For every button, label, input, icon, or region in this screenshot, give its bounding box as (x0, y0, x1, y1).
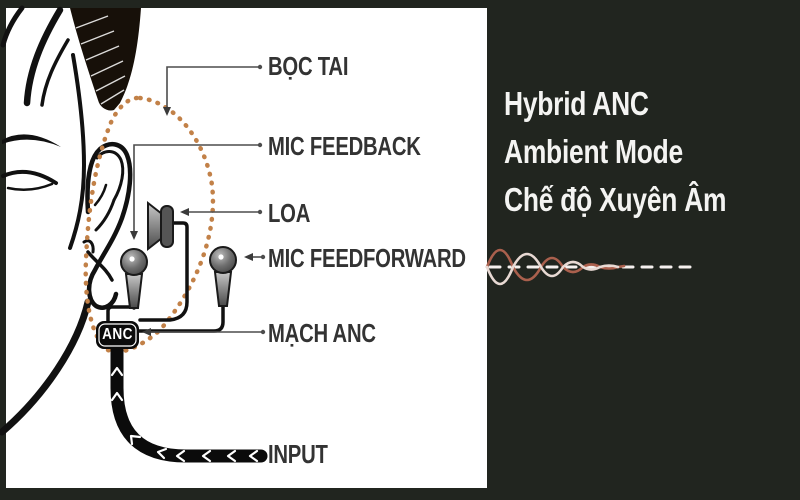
ear-tragus-icon (82, 239, 95, 254)
earcup-dotted-outline-icon (83, 95, 216, 355)
headband-icon (70, 8, 141, 111)
heading-ambient-mode: Ambient Mode (504, 133, 683, 170)
pointer-end-dots (257, 64, 266, 335)
jaw-line-icon (0, 298, 92, 436)
label-input: INPUT (268, 439, 328, 469)
eye-upper-lid-icon (1, 169, 58, 185)
head-line-art (0, 5, 133, 436)
hair-arc-icon (0, 5, 25, 48)
sound-wave-icon (485, 248, 700, 286)
hair-strand-icon (40, 38, 70, 107)
temple-line-icon (68, 53, 87, 250)
anc-chip-icon (96, 321, 139, 349)
label-mach-anc: MẠCH ANC (268, 318, 376, 348)
input-cable-icon (110, 342, 268, 463)
mic-feedback-icon (120, 248, 148, 309)
ear-antihelix-icon (94, 198, 116, 232)
anc-chip-label: ANC (102, 326, 133, 343)
label-boc-tai: BỌC TAI (268, 51, 349, 81)
ear-concha-icon (86, 250, 114, 282)
hairline-icon (23, 6, 64, 107)
ear-fold-icon (93, 183, 108, 207)
heading-che-do-xuyen-am: Chế độ Xuyên Âm (504, 181, 727, 218)
label-mic-feedback: MIC FEEDBACK (268, 131, 421, 161)
heading-hybrid-anc: Hybrid ANC (504, 85, 649, 122)
speaker-icon (147, 200, 174, 252)
pointer-lines (133, 66, 262, 333)
ear-helix-icon (95, 150, 125, 202)
label-mic-feedforward: MIC FEEDFORWARD (268, 243, 466, 273)
pointer-arrowheads (130, 107, 253, 336)
wire-speaker (138, 221, 189, 322)
ear-outline-icon (85, 141, 133, 310)
pointer-mic-feedback (133, 144, 259, 231)
eye-lower-lash-icon (6, 182, 54, 192)
pointer-boc-tai (166, 66, 259, 107)
mic-feedforward-icon (209, 246, 237, 307)
wire-mic-feedforward (137, 304, 225, 333)
label-loa: LOA (268, 198, 311, 228)
eyebrow-icon (2, 134, 61, 147)
